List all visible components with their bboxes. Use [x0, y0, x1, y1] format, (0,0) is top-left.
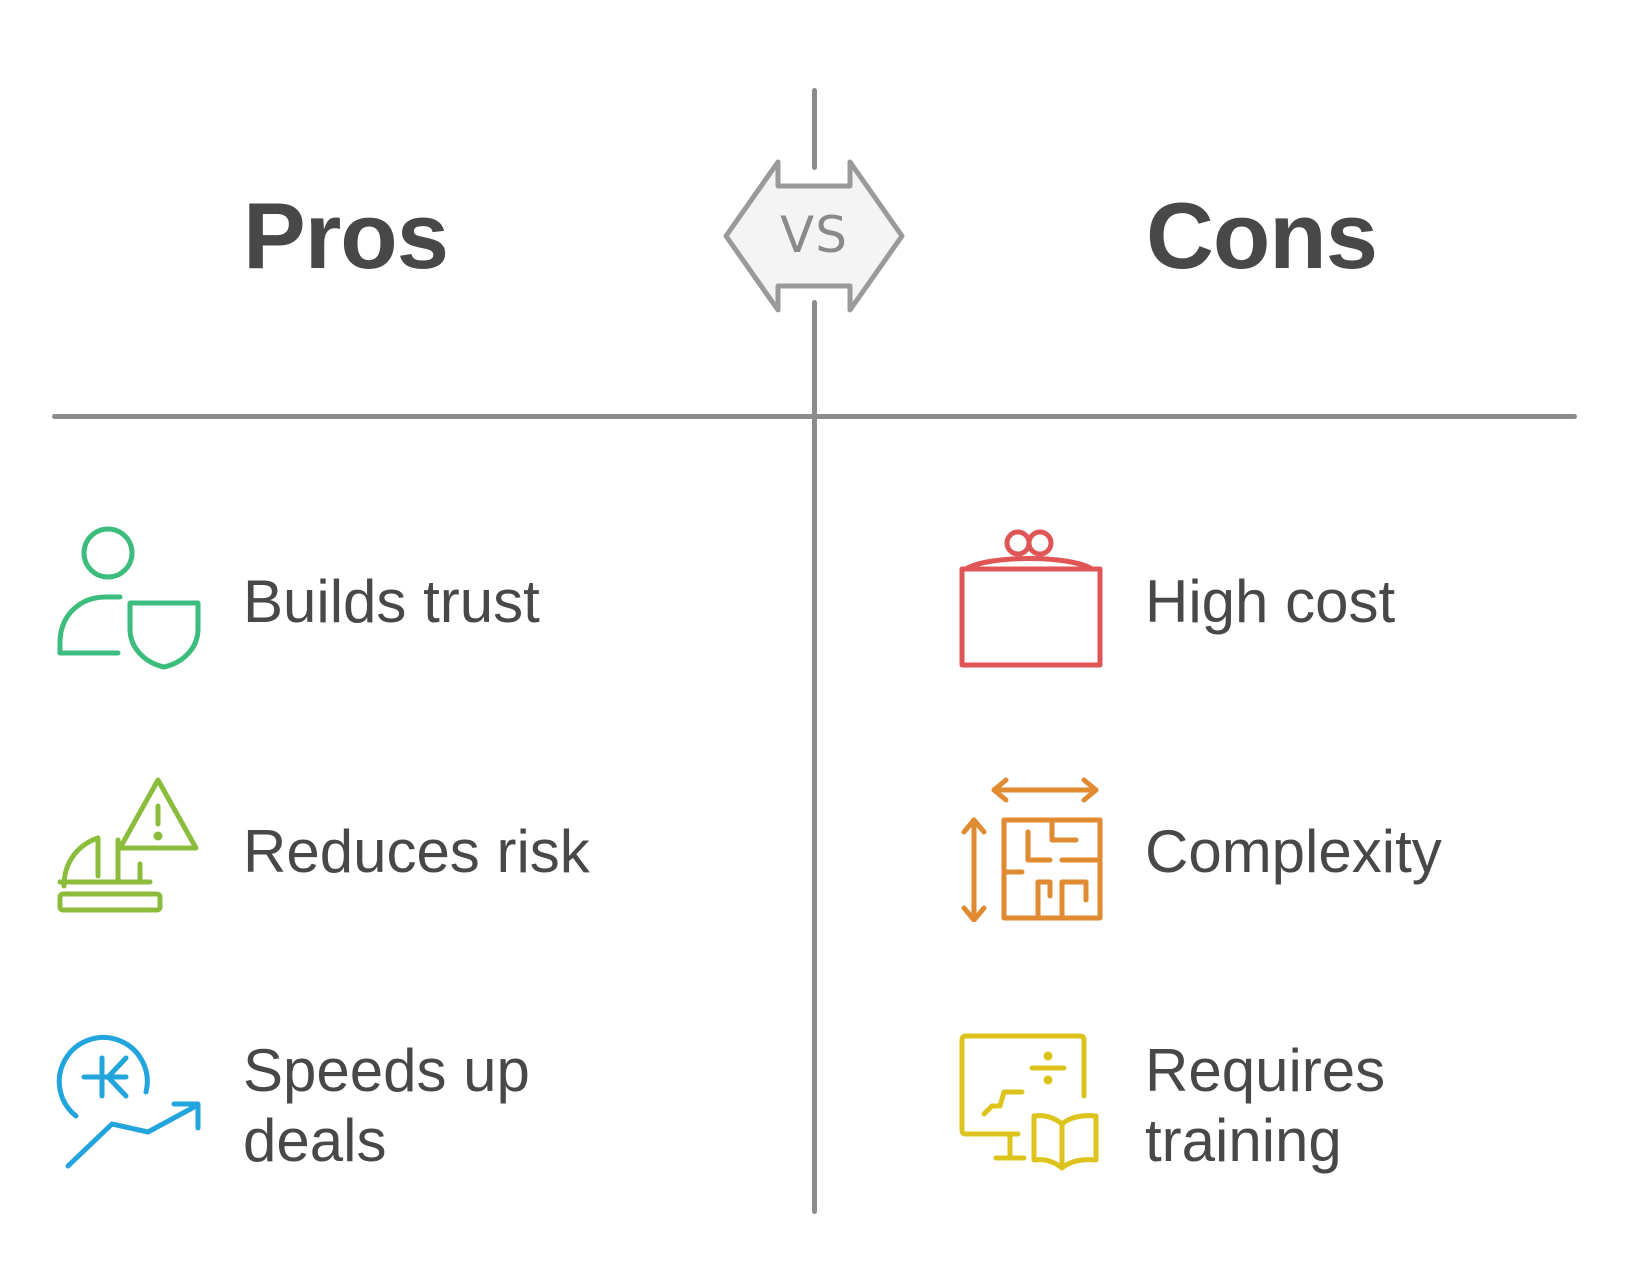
double-arrow-icon: [723, 159, 905, 313]
vs-badge: VS: [718, 158, 910, 314]
cons-item-label: High cost: [1145, 568, 1396, 635]
vs-label: VS: [780, 206, 848, 264]
center-divider: [812, 300, 817, 1214]
center-divider-top: [812, 88, 817, 170]
pros-item-label: Builds trust: [243, 568, 540, 635]
pros-item-label-line-1: Speeds up: [243, 1037, 530, 1104]
header-divider: [52, 414, 1577, 419]
cons-item-label: Complexity: [1145, 818, 1442, 885]
cost-box-icon: [958, 525, 1104, 676]
fast-growth-icon: [56, 1030, 202, 1181]
hardhat-warning-icon: [56, 776, 202, 927]
pros-item-label: Reduces risk: [243, 818, 590, 885]
maze-icon: [958, 776, 1104, 927]
pros-title: Pros: [243, 183, 449, 288]
person-shield-icon: [56, 525, 202, 676]
cons-item-label-line-1: Requires: [1145, 1037, 1386, 1104]
pros-item-label-line-2: deals: [243, 1107, 387, 1174]
cons-title: Cons: [1146, 183, 1378, 288]
cons-item-label-line-2: training: [1145, 1107, 1342, 1174]
training-screen-icon: [958, 1030, 1104, 1181]
